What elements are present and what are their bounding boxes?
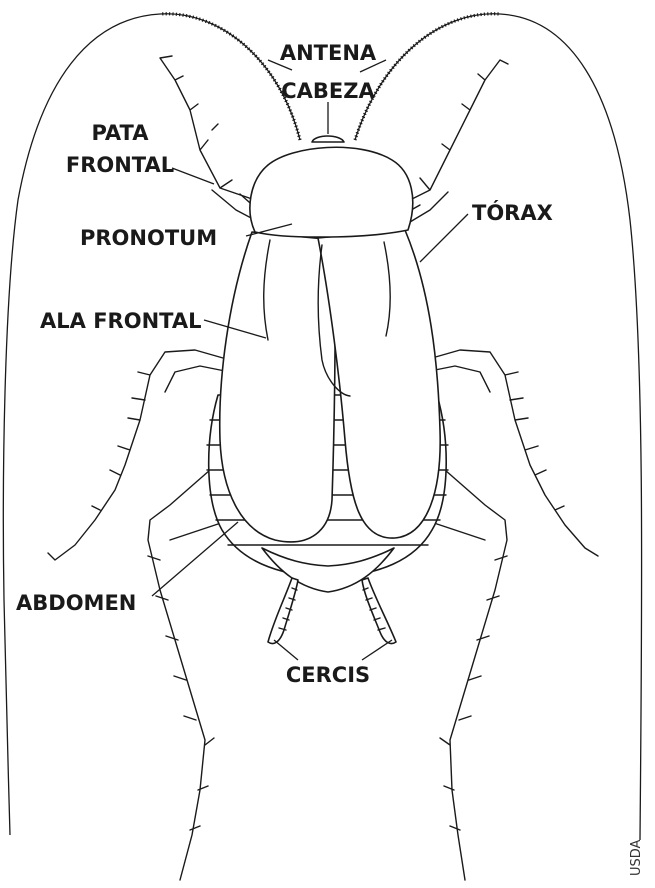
wings [220, 230, 440, 542]
front-leg-leader [172, 168, 214, 184]
right-antenna-beads [355, 14, 500, 140]
right-front-leg [404, 60, 508, 222]
thorax-leader [420, 214, 468, 262]
image-credit: USDA [629, 839, 644, 876]
abdomen-leader [152, 522, 238, 596]
label-antenna: ANTENA [280, 41, 377, 65]
label-cerci: CERCIS [286, 663, 370, 687]
head [312, 136, 344, 142]
left-cercus [268, 578, 298, 644]
label-head: CABEZA [281, 79, 375, 103]
label-thorax: TÓRAX [472, 200, 553, 225]
label-front-leg-1: PATA [91, 121, 149, 145]
cerci-leader-left [274, 640, 298, 660]
label-front-wing: ALA FRONTAL [40, 309, 201, 333]
left-wing [220, 232, 336, 542]
left-front-leg [160, 56, 258, 220]
right-middle-leg [425, 350, 598, 556]
label-pronotum: PRONOTUM [80, 226, 217, 250]
label-abdomen: ABDOMEN [16, 591, 136, 615]
pronotum [250, 147, 413, 237]
cerci-leader-right [362, 640, 392, 660]
label-front-leg-2: FRONTAL [66, 153, 174, 177]
